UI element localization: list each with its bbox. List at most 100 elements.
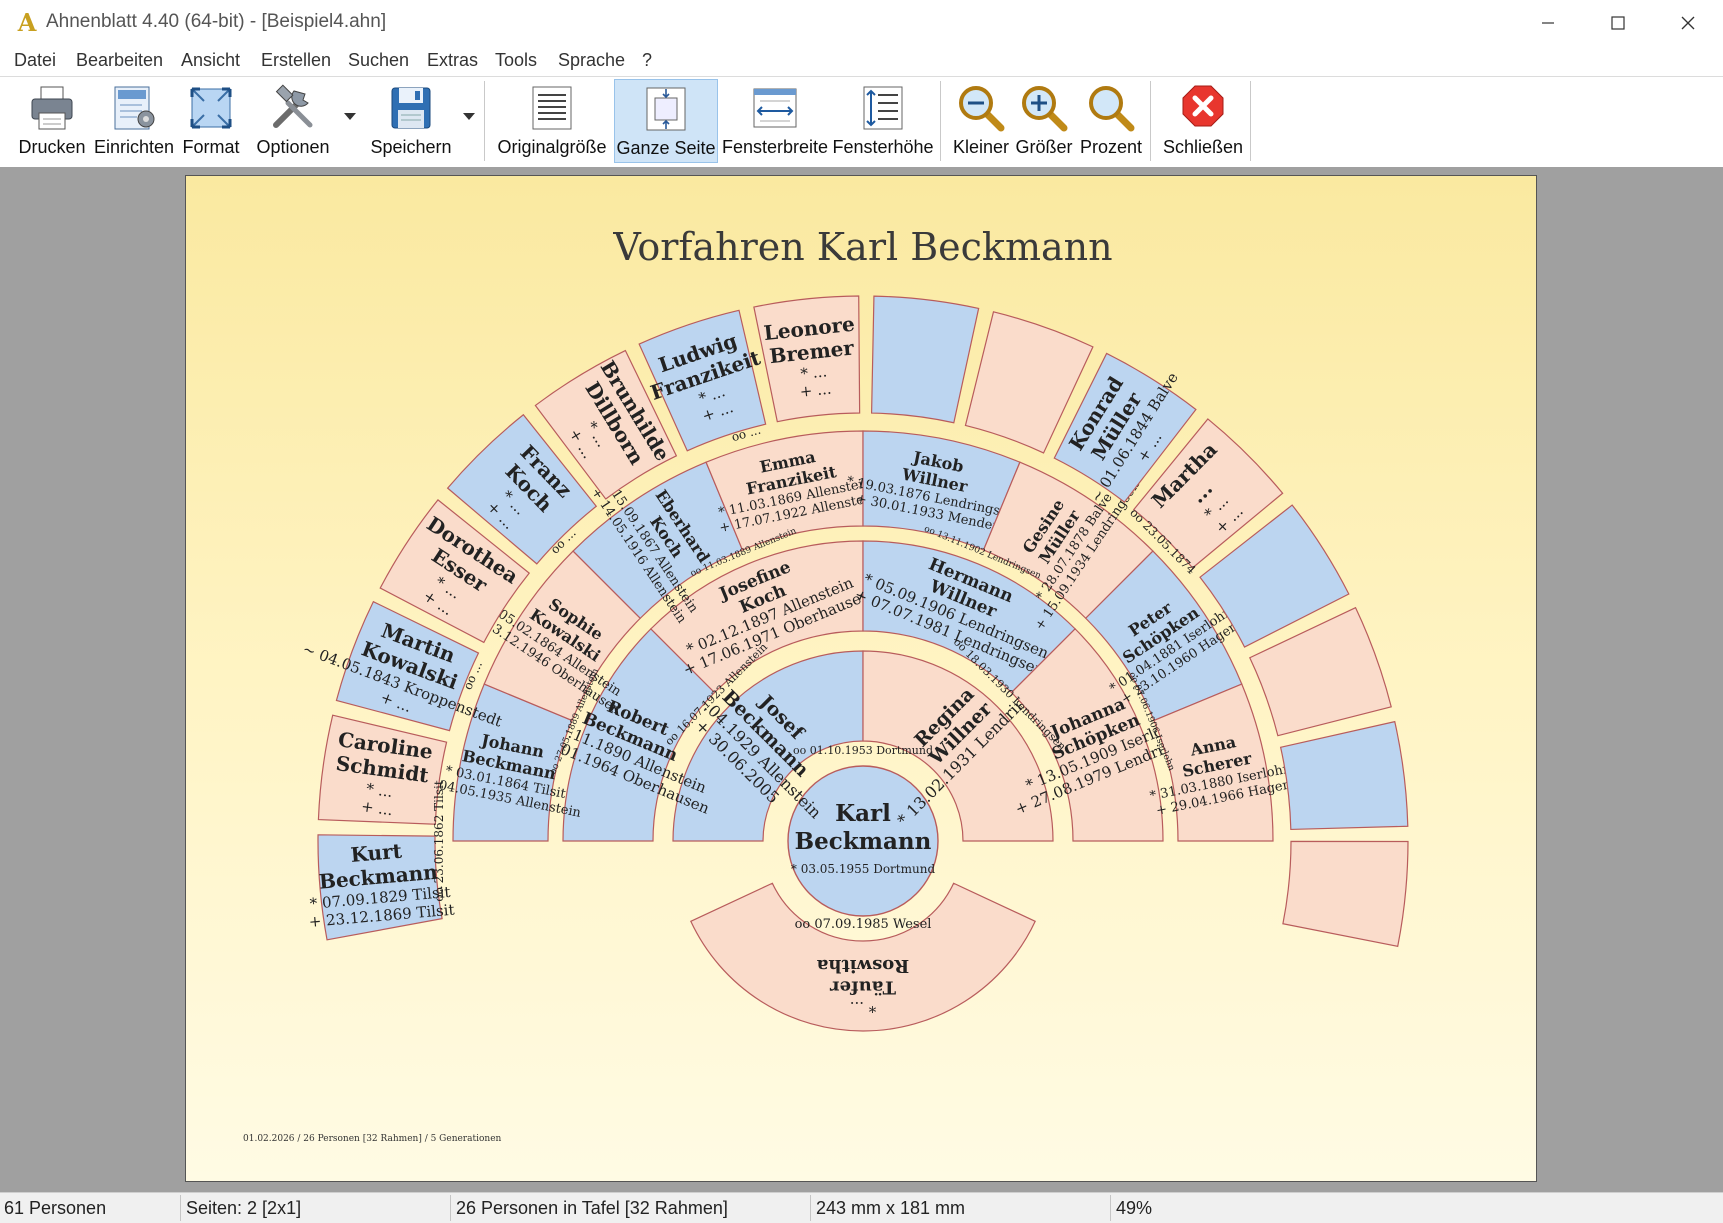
marriage-date: oo 01.10.1953 Dortmund — [793, 744, 933, 757]
menu-sprache[interactable]: Sprache — [558, 50, 626, 70]
spouse-segment[interactable] — [690, 882, 1036, 1032]
generation5-segment[interactable] — [335, 600, 480, 732]
person-death: + ... — [360, 797, 394, 819]
window-title: Ahnenblatt 4.40 (64-bit) - [Beispiel4.ah… — [46, 11, 387, 32]
toolbar-separator — [940, 81, 941, 161]
generation5-segment[interactable] — [1132, 418, 1284, 569]
einrichten-label: Einrichten — [93, 137, 175, 157]
kleiner-label: Kleiner — [952, 137, 1010, 157]
marriage-date: oo 07.09.1985 Wesel — [795, 917, 932, 932]
generation5-segment[interactable] — [638, 309, 767, 452]
optionen-button[interactable]: Optionen — [250, 79, 336, 163]
ganze-seite-label: Ganze Seite — [616, 138, 716, 158]
speichern-label: Speichern — [370, 137, 452, 157]
close-icon — [1681, 16, 1695, 30]
einrichten-button[interactable]: Einrichten — [93, 79, 175, 163]
maximize-button[interactable] — [1583, 0, 1653, 46]
window-width-icon — [753, 88, 797, 128]
schliessen-button[interactable]: Schließen — [1160, 79, 1246, 163]
optionen-dropdown-icon[interactable] — [344, 113, 356, 120]
person-death: + ... — [799, 380, 832, 401]
mother-segment[interactable] — [862, 650, 1054, 842]
prozent-button[interactable]: Prozent — [1078, 79, 1144, 163]
generation5-segment[interactable] — [534, 349, 678, 500]
center-first-name: Karl — [835, 800, 891, 827]
groesser-label: Größer — [1015, 137, 1073, 157]
toolbar: Drucken Einrichten Format Optionen — [0, 76, 1723, 168]
minimize-icon — [1542, 22, 1554, 24]
chart-footer: 01.02.2026 / 26 Personen [32 Rahmen] / 5… — [243, 1134, 502, 1144]
window-height-icon — [863, 86, 903, 130]
drucken-button[interactable]: Drucken — [16, 79, 88, 163]
status-groesse: 243 mm x 181 mm — [816, 1198, 966, 1218]
maximize-icon — [1611, 16, 1625, 30]
menu-datei[interactable]: Datei — [14, 50, 57, 70]
marriage-date: oo 23.06.1862 Tilsit — [432, 780, 446, 901]
save-icon — [391, 87, 431, 129]
status-tafel: 26 Personen in Tafel [32 Rahmen] — [456, 1198, 728, 1218]
menu-help[interactable]: ? — [642, 50, 653, 70]
originalgroesse-button[interactable]: Originalgröße — [496, 79, 608, 163]
menu-erstellen[interactable]: Erstellen — [261, 50, 332, 70]
generation4-segment[interactable] — [1153, 683, 1274, 842]
menu-extras[interactable]: Extras — [427, 50, 479, 70]
close-window-button[interactable] — [1653, 0, 1723, 46]
menu-bearbeiten[interactable]: Bearbeiten — [76, 50, 164, 70]
menu-ansicht[interactable]: Ansicht — [181, 50, 241, 70]
kleiner-button[interactable]: Kleiner — [950, 79, 1012, 163]
fensterhoehe-button[interactable]: Fensterhöhe — [832, 79, 934, 163]
generation5-segment[interactable] — [1282, 840, 1409, 948]
minimize-button[interactable] — [1513, 0, 1583, 46]
menu-suchen[interactable]: Suchen — [348, 50, 410, 70]
generation5-segment[interactable] — [446, 413, 598, 565]
drucken-label: Drucken — [18, 137, 86, 157]
format-label: Format — [182, 137, 240, 157]
generation5-segment[interactable] — [1053, 352, 1197, 503]
originalgroesse-label: Originalgröße — [497, 137, 607, 157]
menu-tools[interactable]: Tools — [495, 50, 538, 70]
fensterbreite-label: Fensterbreite — [721, 137, 829, 157]
page-setup-icon — [114, 86, 155, 130]
fensterhoehe-label: Fensterhöhe — [832, 137, 934, 157]
generation5-segment[interactable] — [317, 834, 443, 941]
center-birth: * 03.05.1955 Dortmund — [791, 862, 936, 876]
person-birth: * ... — [800, 362, 828, 383]
speichern-dropdown-icon[interactable] — [463, 113, 475, 120]
tools-options-icon — [273, 84, 313, 128]
title-bar: A Ahnenblatt 4.40 (64-bit) - [Beispiel4.… — [0, 0, 1723, 47]
close-red-icon — [1182, 85, 1224, 127]
spouse-first-name: Roswitha — [816, 955, 909, 976]
generation5-segment[interactable] — [1279, 720, 1409, 831]
ganze-seite-button[interactable]: Ganze Seite — [614, 79, 718, 163]
generation5-segment[interactable] — [964, 311, 1094, 454]
generation5-segment[interactable] — [1248, 606, 1392, 737]
speichern-button[interactable]: Speichern — [368, 79, 454, 163]
fensterbreite-button[interactable]: Fensterbreite — [720, 79, 830, 163]
generation5-segment[interactable] — [317, 714, 448, 825]
father-segment[interactable] — [672, 650, 864, 842]
status-bar: 61 Personen Seiten: 2 [2x1] 26 Personen … — [0, 1192, 1723, 1223]
whole-page-icon — [646, 87, 686, 131]
status-separator — [810, 1195, 811, 1221]
generation5-segment[interactable] — [379, 499, 531, 644]
zoom-out-icon — [959, 86, 1005, 132]
generation5-segment[interactable] — [870, 295, 980, 424]
schliessen-label: Schließen — [1162, 137, 1244, 157]
spouse-birth: * ... — [850, 998, 877, 1016]
toolbar-separator — [1250, 81, 1251, 161]
groesser-button[interactable]: Größer — [1013, 79, 1075, 163]
format-button[interactable]: Format — [178, 79, 244, 163]
center-person-circle[interactable] — [787, 765, 939, 917]
person-birth: * ... — [365, 780, 394, 801]
original-size-icon — [532, 86, 572, 130]
generation5-segment[interactable] — [753, 295, 861, 423]
generation5-segment[interactable] — [1199, 504, 1350, 648]
zoom-percent-icon — [1089, 86, 1135, 132]
optionen-label: Optionen — [256, 137, 330, 157]
generation3-segment[interactable] — [1010, 628, 1164, 842]
toolbar-separator — [1150, 81, 1151, 161]
status-zoom: 49% — [1116, 1198, 1153, 1218]
chart-title: Vorfahren Karl Beckmann — [612, 225, 1112, 269]
